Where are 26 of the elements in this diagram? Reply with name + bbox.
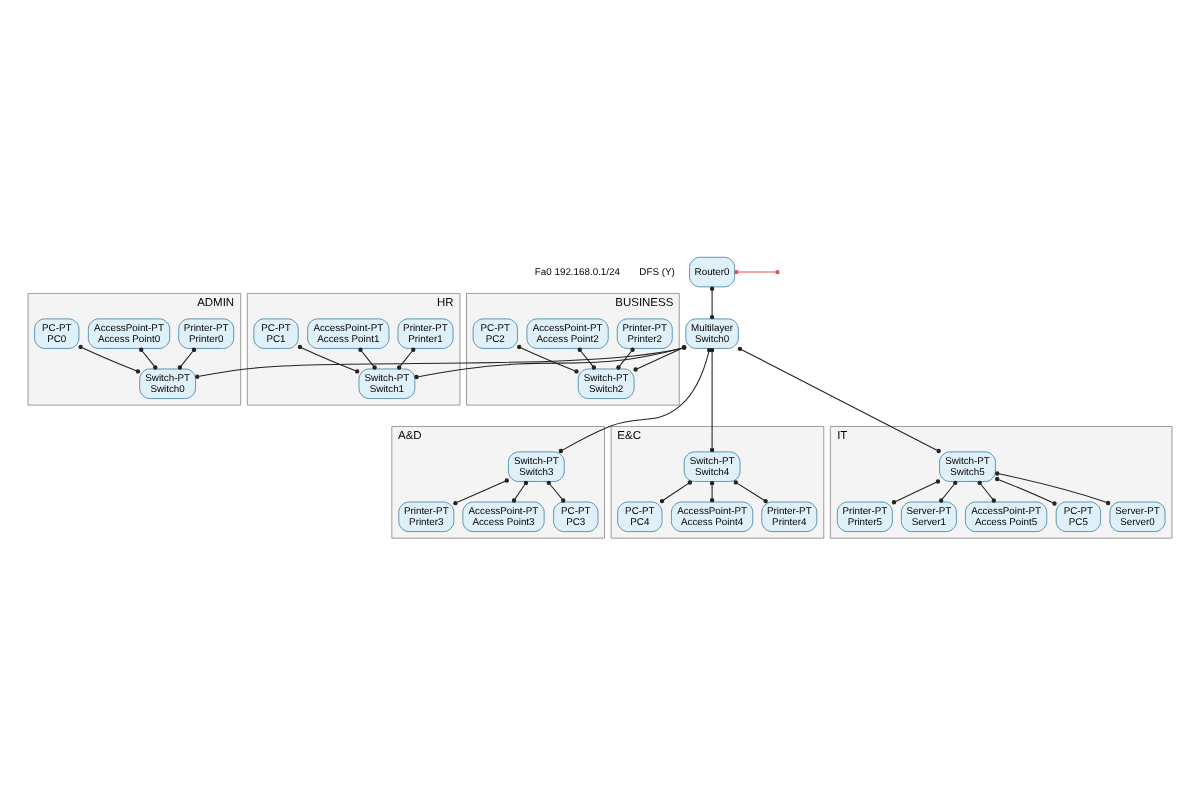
connector: [977, 479, 996, 502]
connector: [633, 344, 687, 371]
connector: [733, 479, 768, 503]
connector: [511, 479, 529, 502]
connector: [737, 345, 941, 453]
connector: [453, 477, 509, 505]
connector: [177, 346, 197, 369]
connector: [737, 270, 777, 272]
connector: [78, 343, 141, 373]
connector: [397, 346, 416, 369]
connector: [546, 479, 566, 502]
connector: [995, 470, 1111, 505]
connector: [939, 479, 958, 502]
connector: [709, 285, 715, 319]
connector: [709, 480, 715, 502]
connector: [358, 346, 377, 369]
connector: [297, 343, 360, 373]
connector: [577, 346, 597, 369]
connector: [517, 343, 579, 373]
connector: [995, 475, 1057, 505]
connector: [891, 478, 941, 504]
connector: [659, 479, 692, 503]
connector: [139, 346, 158, 369]
connector: [414, 344, 687, 379]
connector: [616, 346, 635, 369]
connector: [195, 344, 687, 378]
